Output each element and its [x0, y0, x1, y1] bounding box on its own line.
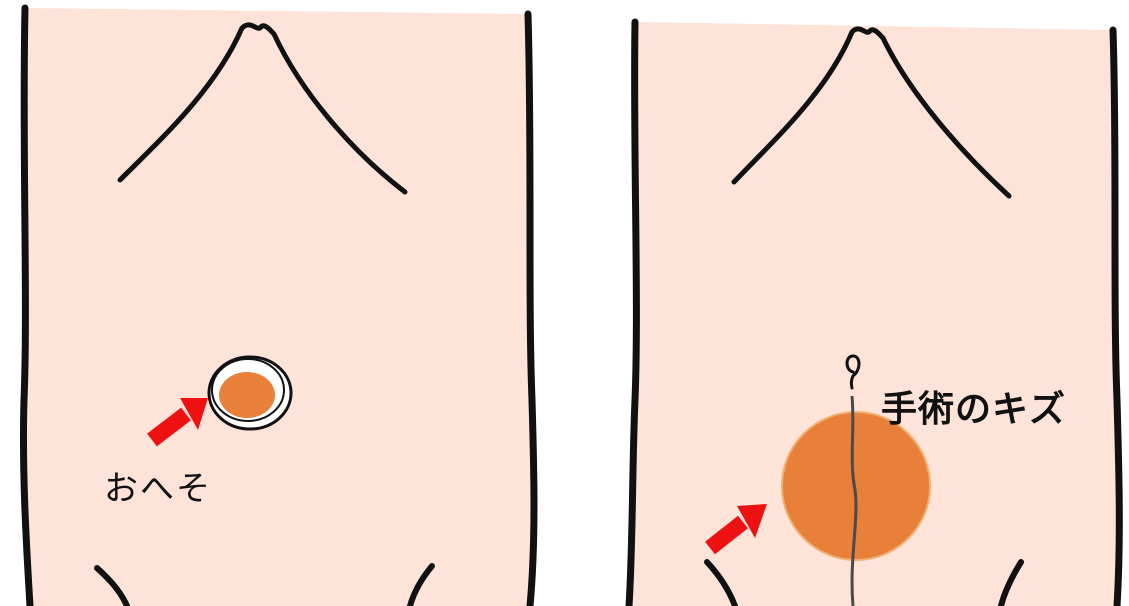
- torso-panel-navel: おへそ: [0, 0, 560, 606]
- navel-label: おへそ: [104, 461, 212, 510]
- skin-area: [23, 8, 534, 606]
- torso-left-outline: [629, 22, 636, 606]
- scar-highlight: [782, 412, 930, 560]
- navel-highlight: [219, 372, 275, 418]
- torso-panel-scar: 手術のキズ: [569, 0, 1129, 606]
- torso-illustration-right: [569, 0, 1129, 606]
- torso-illustration-left: [0, 0, 560, 606]
- scar-label: 手術のキズ: [881, 380, 1066, 432]
